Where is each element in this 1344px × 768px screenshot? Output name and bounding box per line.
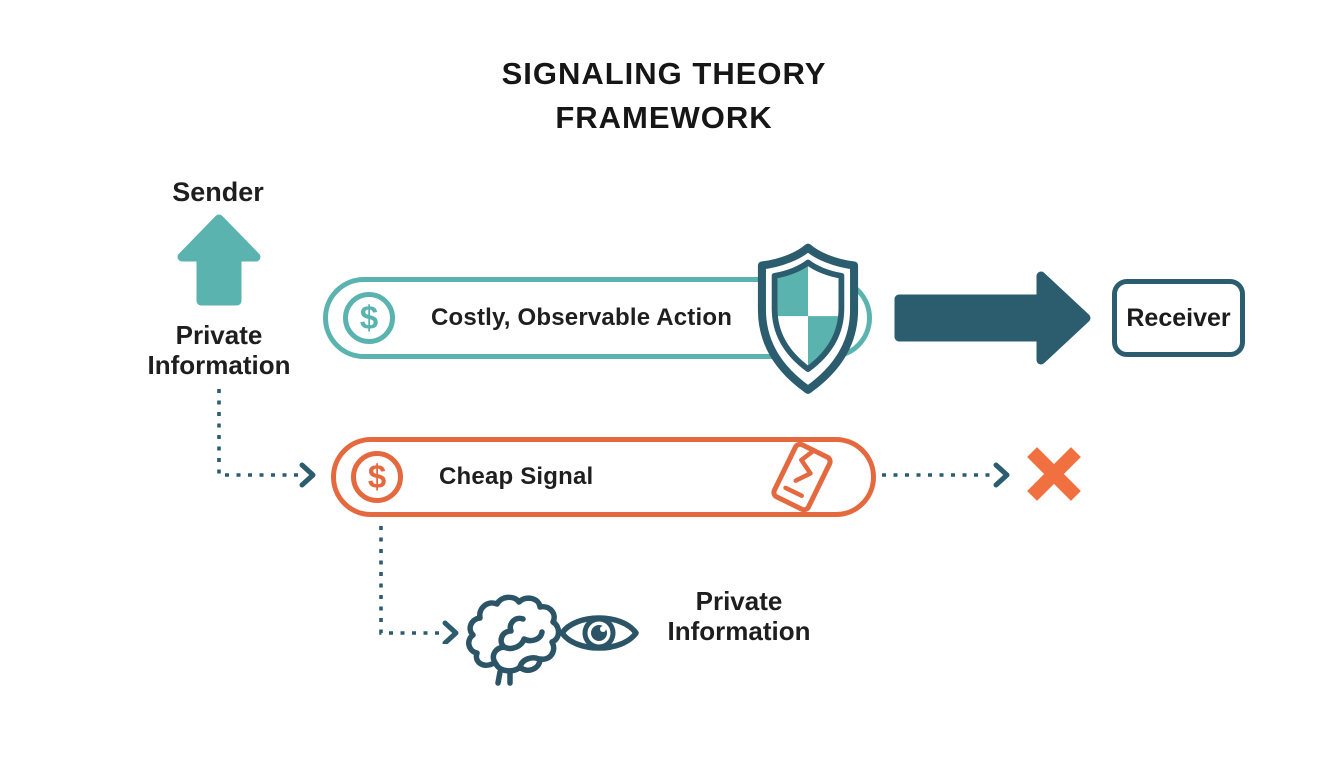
page-title-line2: FRAMEWORK [555, 100, 773, 135]
dashed-arrow-cheap-to-reject [882, 462, 1010, 488]
observer-private-information-label: Private Information [667, 586, 811, 646]
brain-icon [466, 594, 562, 686]
page-title-line1: SIGNALING THEORY [501, 56, 827, 91]
sender-private-information-label: Private Information [147, 320, 291, 380]
eye-icon [559, 615, 639, 651]
right-arrow-icon [894, 271, 1091, 365]
dollar-circle-icon: $ [343, 292, 395, 344]
dollar-circle-icon: $ [351, 451, 403, 503]
cheap-signal-label: Cheap Signal [439, 463, 594, 490]
receiver-label: Receiver [1126, 303, 1231, 332]
sender-label: Sender [172, 177, 264, 207]
shield-checker-icon [757, 243, 859, 394]
receiver-box: Receiver [1112, 279, 1245, 357]
x-mark-icon [1027, 447, 1081, 501]
dashed-arrow-private-to-cheap [217, 389, 316, 488]
dollar-symbol: $ [359, 299, 379, 336]
dollar-symbol: $ [367, 458, 387, 495]
cheap-signal-pill: $ Cheap Signal [331, 437, 876, 517]
dashed-arrow-cheap-to-observer [379, 526, 459, 644]
page-title: SIGNALING THEORY FRAMEWORK [392, 52, 936, 140]
broken-card-icon [767, 437, 837, 516]
costly-signal-label: Costly, Observable Action [431, 304, 733, 331]
up-arrow-icon [177, 214, 261, 306]
